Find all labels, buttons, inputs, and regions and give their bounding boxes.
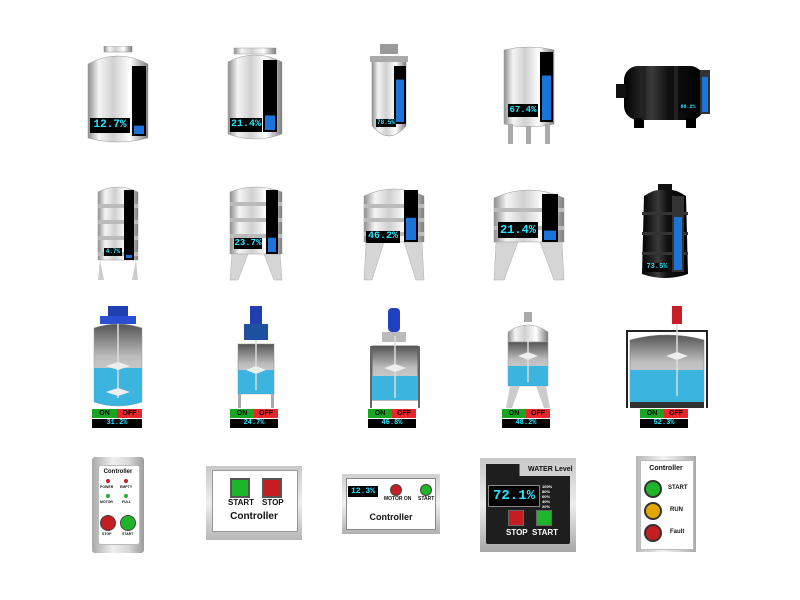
mixer-5 — [624, 304, 710, 410]
controller-panel-4: WATER Level 72.1% 100% 80% 60% 40% 20% S… — [480, 458, 576, 552]
water-level-title: WATER Level — [528, 466, 573, 473]
level-readout: 48.2% — [502, 419, 550, 428]
tank-4: 67.4% — [502, 44, 556, 146]
full-lamp-icon — [124, 494, 128, 498]
off-button[interactable]: OFF — [526, 409, 550, 418]
empty-label: EMPTY — [120, 485, 133, 489]
controller-panel-5: Controller START RUN Fault — [636, 456, 696, 552]
on-off-switch[interactable]: ON OFF — [502, 409, 550, 418]
start-button[interactable] — [120, 515, 136, 531]
off-button[interactable]: OFF — [117, 409, 142, 418]
start-button[interactable] — [230, 478, 250, 498]
controller-panel-2: START STOP Controller — [206, 466, 302, 540]
on-button[interactable]: ON — [368, 409, 392, 418]
fault-label: Fault — [670, 529, 685, 535]
stop-label: STOP — [506, 528, 528, 537]
stop-label: STOP — [102, 532, 112, 536]
tank-3: 78.5% — [368, 44, 410, 146]
level-readout: 12.7% — [90, 118, 130, 133]
tank-6: 4.7% — [96, 182, 140, 282]
start-label: START — [228, 498, 255, 507]
stop-button[interactable] — [262, 478, 282, 498]
mixer-3 — [368, 306, 422, 410]
controller-title: Controller — [369, 512, 413, 522]
off-button[interactable]: OFF — [664, 409, 688, 418]
off-button[interactable]: OFF — [254, 409, 278, 418]
start-lamp-icon[interactable] — [644, 480, 662, 498]
controller-title: Controller — [649, 465, 683, 472]
level-readout: 4.7% — [104, 248, 122, 256]
full-label: FULL — [122, 500, 131, 504]
scale-label: 60% — [542, 494, 551, 499]
start-button[interactable] — [420, 484, 432, 496]
scale-label: 100% — [542, 484, 553, 489]
tank-1: 12.7% — [84, 46, 152, 146]
on-button[interactable]: ON — [502, 409, 526, 418]
tank-7: 23.7% — [228, 182, 284, 282]
run-lamp-icon[interactable] — [644, 502, 662, 520]
on-off-switch[interactable]: ON OFF — [92, 409, 142, 418]
tank-5: 88.2% — [614, 60, 714, 130]
off-button[interactable]: OFF — [392, 409, 416, 418]
start-button[interactable] — [536, 510, 552, 526]
mixer-2 — [234, 304, 278, 410]
stop-label: STOP — [262, 498, 284, 507]
level-readout: 73.5% — [646, 263, 668, 272]
on-off-switch[interactable]: ON OFF — [230, 409, 278, 418]
tank-9: 21.4% — [492, 182, 566, 282]
start-label: START — [122, 532, 134, 536]
level-readout: 21.4% — [498, 222, 538, 238]
stop-button[interactable] — [100, 515, 116, 531]
mixer-1 — [90, 304, 146, 410]
motor-lamp-icon — [390, 484, 402, 496]
level-readout: 23.7% — [234, 238, 262, 249]
motor-lamp-icon — [106, 494, 110, 498]
on-off-switch[interactable]: ON OFF — [640, 409, 688, 418]
controller-title: Controller — [230, 511, 278, 522]
on-button[interactable]: ON — [640, 409, 664, 418]
power-lamp-icon — [106, 479, 110, 483]
tank-8: 46.2% — [362, 182, 426, 282]
on-off-switch[interactable]: ON OFF — [368, 409, 416, 418]
controller-panel-1: Controller POWER EMPTY MOTOR FULL STOP S… — [92, 457, 144, 553]
on-button[interactable]: ON — [230, 409, 254, 418]
mixer-4 — [502, 312, 554, 410]
level-readout: 24.7% — [230, 419, 278, 428]
run-label: RUN — [670, 507, 683, 513]
level-readout: 72.1% — [488, 485, 540, 507]
scale-label: 40% — [542, 499, 551, 504]
start-label: START — [418, 496, 435, 502]
tank-10: 73.5% — [636, 182, 694, 282]
level-readout: 78.5% — [376, 119, 396, 127]
scale-label: 20% — [542, 504, 551, 509]
motor-label: MOTOR — [100, 500, 113, 504]
level-readout: 46.2% — [366, 231, 400, 243]
on-button[interactable]: ON — [92, 409, 117, 418]
start-label: START — [532, 528, 559, 537]
level-readout: 67.4% — [508, 104, 538, 117]
empty-lamp-icon — [124, 479, 128, 483]
level-readout: 31.2% — [92, 419, 142, 428]
level-readout: 12.3% — [348, 486, 378, 497]
level-readout: 21.4% — [230, 118, 262, 132]
scale-label: 80% — [542, 489, 551, 494]
power-label: POWER — [100, 485, 114, 489]
level-readout: 46.8% — [368, 419, 416, 428]
stop-button[interactable] — [508, 510, 524, 526]
level-readout: 88.2% — [679, 104, 697, 111]
level-readout: 52.3% — [640, 419, 688, 428]
start-label: START — [668, 485, 688, 491]
fault-lamp-icon[interactable] — [644, 524, 662, 542]
tank-2: 21.4% — [226, 46, 284, 144]
motor-on-label: MOTOR ON — [384, 496, 412, 502]
controller-panel-3: 12.3% MOTOR ON START Controller — [342, 474, 440, 534]
controller-title: Controller — [103, 469, 133, 475]
